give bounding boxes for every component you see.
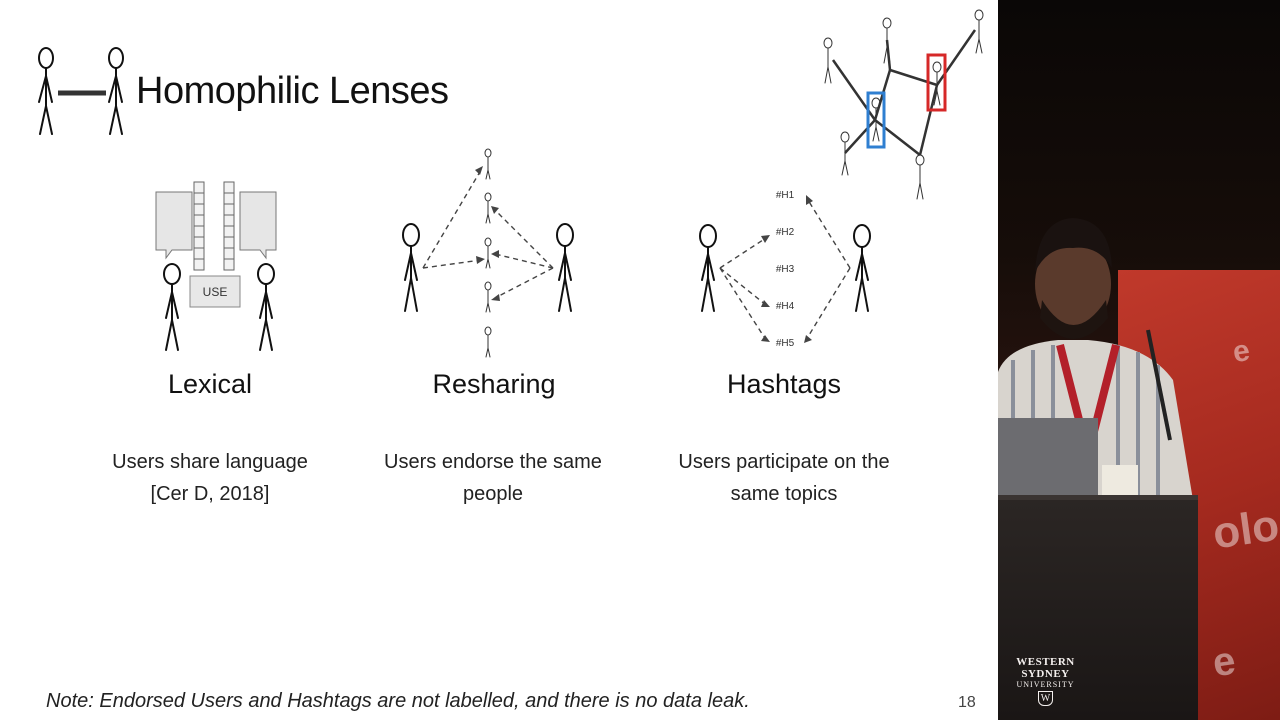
hashtags-illustration: #H1 #H2 #H3 #H4 #H5 — [699, 190, 871, 349]
slide: Homophilic Lenses — [0, 0, 998, 720]
slide-note: Note: Endorsed Users and Hashtags are no… — [46, 690, 750, 712]
highlight-box-red — [926, 53, 947, 112]
hashtag-label: #H5 — [776, 338, 795, 349]
university-crest-icon: W — [1038, 691, 1053, 706]
description-line: Users endorse the same — [384, 451, 602, 473]
lens-label-resharing: Resharing — [432, 369, 556, 399]
lens-description-lexical: Users share language [Cer D, 2018] — [80, 446, 340, 510]
lens-description-hashtags: Users participate on the same topics — [654, 446, 914, 510]
description-line: people — [462, 483, 524, 505]
podium — [998, 500, 1198, 720]
university-name: WESTERN SYDNEY — [1016, 656, 1075, 680]
resharing-illustration — [402, 148, 574, 358]
speaker-figure — [998, 218, 1193, 503]
lens-label-hashtags: Hashtags — [726, 369, 842, 399]
lens-description-resharing: Users endorse the same people — [363, 446, 623, 510]
connected-users-icon — [38, 47, 124, 135]
network-graph-icon — [823, 9, 984, 200]
university-subtitle: UNIVERSITY — [1016, 680, 1075, 689]
hashtag-label: #H1 — [776, 190, 795, 201]
speaker-video-panel: e olo e WESTERN SYDNEY UNIVERSITY W — [998, 0, 1280, 720]
slide-title: Homophilic Lenses — [136, 70, 449, 112]
citation: [Cer D, 2018] — [150, 483, 270, 505]
hashtag-label: #H2 — [776, 227, 795, 238]
highlight-box-blue — [866, 91, 886, 149]
description-line: Users share language — [112, 451, 308, 473]
use-box-label: USE — [203, 285, 228, 299]
page-number: 18 — [958, 694, 976, 711]
hashtag-label: #H3 — [776, 264, 795, 275]
use-box — [189, 275, 241, 308]
university-logo: WESTERN SYDNEY UNIVERSITY W — [998, 656, 1093, 706]
lens-label-lexical: Lexical — [167, 369, 253, 399]
description-line: same topics — [730, 483, 838, 505]
description-line: Users participate on the — [678, 451, 890, 473]
hashtag-label: #H4 — [776, 301, 795, 312]
lexical-illustration: USE — [155, 181, 277, 351]
